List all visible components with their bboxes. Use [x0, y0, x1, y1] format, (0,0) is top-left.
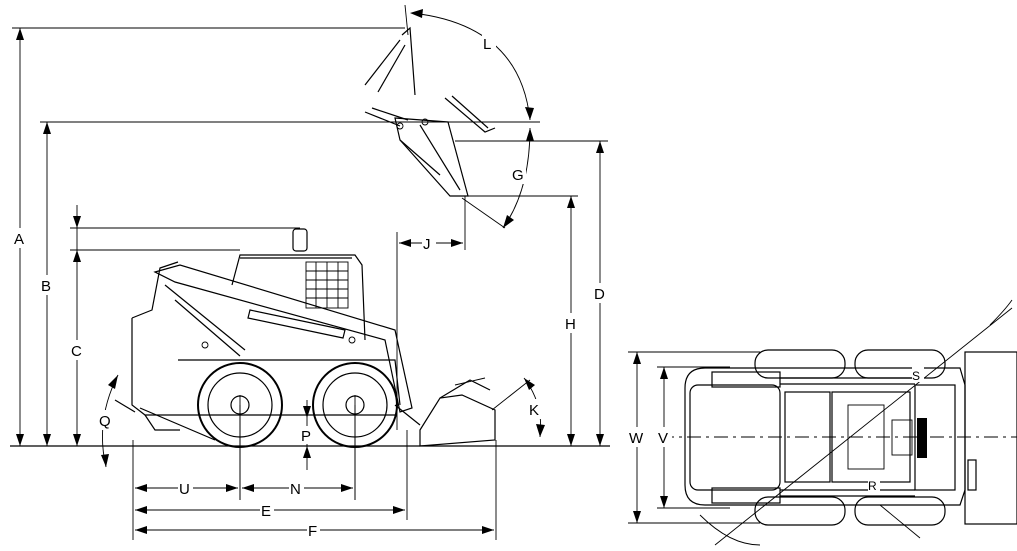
label-V: V	[658, 430, 668, 447]
label-B: B	[41, 278, 51, 295]
label-U: U	[179, 481, 190, 498]
label-G: G	[512, 167, 524, 184]
dimension-L: L	[410, 9, 534, 121]
label-H: H	[565, 316, 576, 333]
dimension-V: V	[657, 366, 730, 509]
label-A: A	[14, 231, 24, 248]
dimension-P: P	[300, 400, 314, 470]
grille-top-left	[847, 404, 885, 470]
label-D: D	[594, 286, 605, 303]
dimension-C: C	[70, 205, 85, 446]
label-J: J	[423, 236, 431, 253]
dimension-W: W	[628, 351, 760, 524]
exhaust-stack	[292, 228, 308, 252]
dimension-J: J	[396, 196, 466, 430]
dimension-A: A	[13, 28, 28, 446]
label-R: R	[868, 479, 877, 493]
label-K: K	[529, 402, 539, 419]
side-view: A B C D	[10, 4, 610, 540]
bucket-raised	[364, 4, 496, 197]
dimension-Q: Q	[98, 374, 119, 468]
dimension-R: R	[868, 476, 880, 493]
dimension-E: E	[135, 500, 405, 520]
label-N: N	[290, 481, 301, 498]
dimension-B: B	[40, 122, 55, 446]
tires-top	[754, 349, 946, 526]
label-P: P	[301, 428, 311, 445]
label-S: S	[912, 369, 920, 383]
grille-top-right	[891, 418, 927, 458]
label-E: E	[261, 503, 271, 520]
label-F: F	[308, 523, 317, 540]
body-top	[684, 367, 966, 506]
label-Q: Q	[99, 413, 111, 430]
skid-steer-side-silhouette	[114, 228, 496, 500]
dimension-K: K	[491, 377, 545, 438]
dimension-N: N	[242, 478, 353, 498]
dimension-D: D	[593, 141, 608, 446]
dimension-G: G	[461, 127, 534, 229]
top-view: W V	[628, 299, 1017, 546]
dimension-S: S	[912, 366, 924, 383]
dimension-F: F	[135, 520, 494, 540]
label-L: L	[483, 36, 491, 53]
label-C: C	[71, 343, 82, 360]
dimension-H: H	[564, 196, 579, 446]
dimension-U: U	[135, 478, 238, 498]
bucket-top	[964, 351, 1017, 525]
label-W: W	[629, 430, 644, 447]
bucket-lowered	[419, 394, 496, 447]
